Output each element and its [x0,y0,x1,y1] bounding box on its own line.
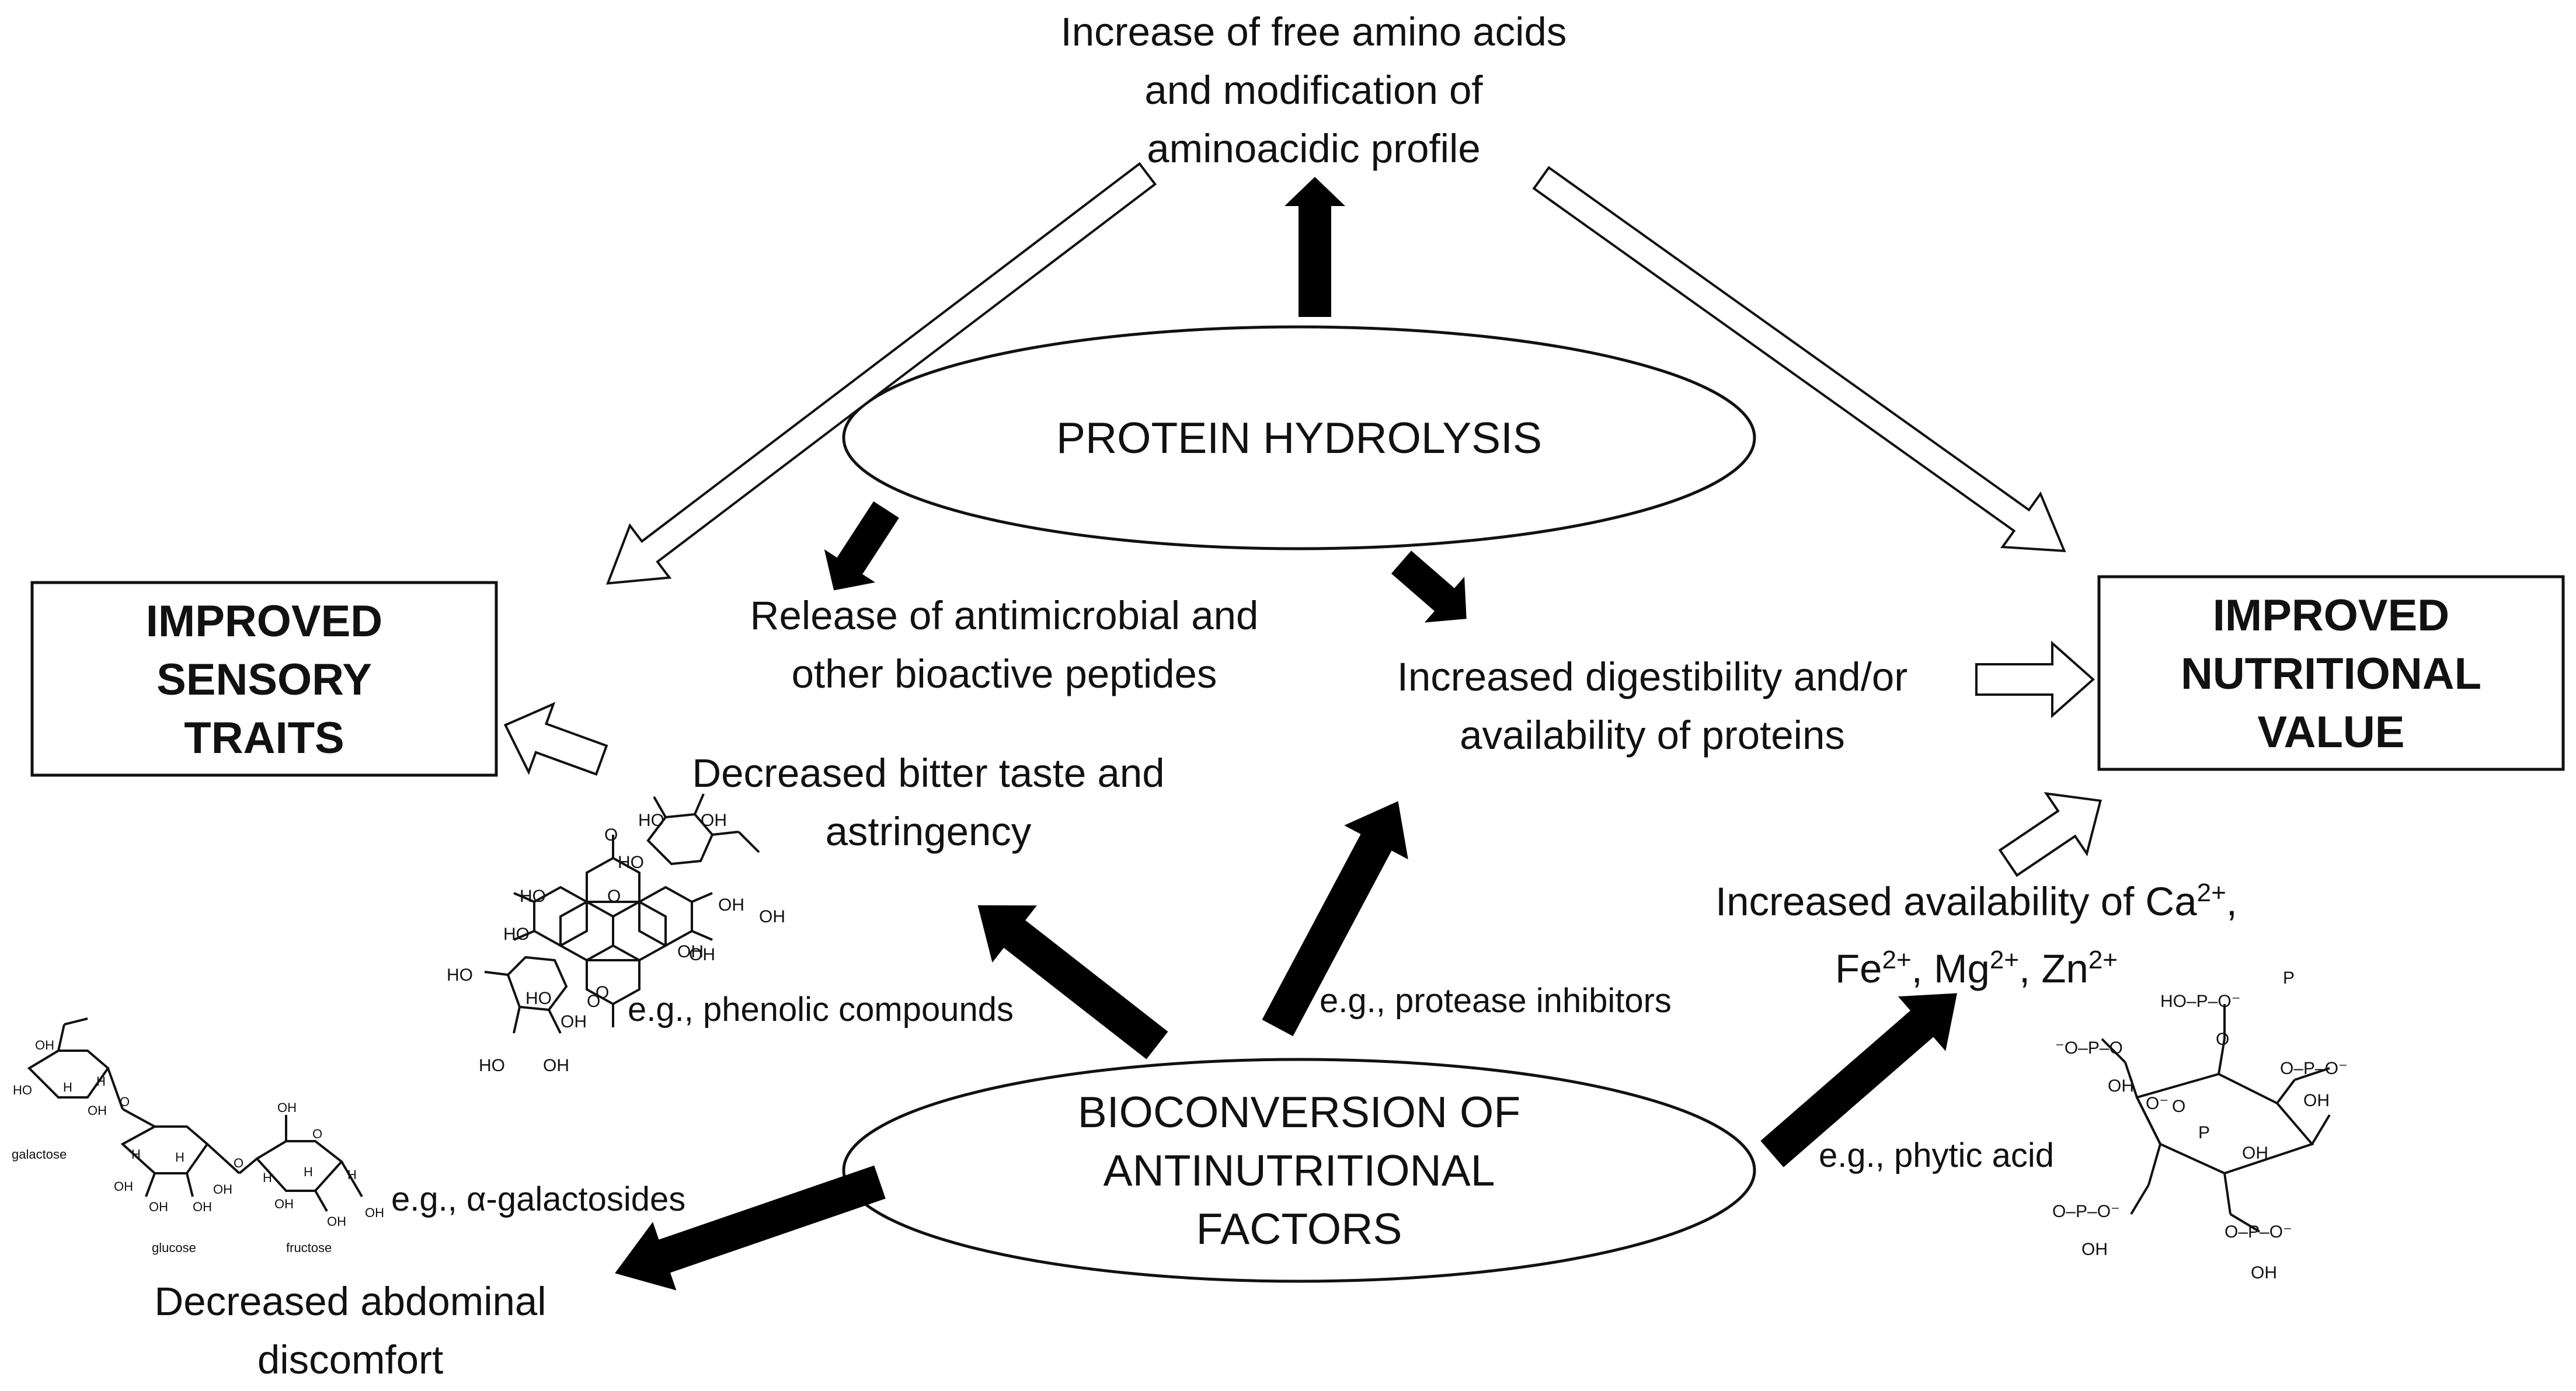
phenolic-label: OH [759,907,785,926]
sugar-atom: HO [13,1083,32,1097]
sugar-atom: H [63,1080,72,1094]
hollow-arrow-to-sensory-top [606,162,1157,585]
phytic-label: O–P–O⁻ [2280,1059,2348,1078]
sugar-atom: H [347,1167,357,1182]
phenolic-label: HO [479,1056,505,1075]
sugar-atom: H [96,1074,106,1089]
phytic-label: O [2172,1097,2185,1116]
arrow-to-increased-minerals [1760,993,1957,1167]
phenolic-label: HO [525,989,552,1008]
sugar-atom: OH [327,1214,346,1229]
sugar-atom: OH [274,1197,294,1211]
phytic-label: OH [2081,1240,2108,1259]
release-peptides-label: Release of antimicrobial and other bioac… [750,593,1259,696]
increased-digestibility-label: Increased digestibility and/or availabil… [1397,654,1908,758]
phenolic-label: O [607,887,621,906]
phenolic-label: OH [689,945,715,964]
sugar-atom: H [175,1150,185,1165]
sugar-structure: OH HO H H OH O H OH OH H OH OH H O OH OH… [12,1017,384,1255]
sugar-atom: H [263,1170,272,1185]
phenolic-label: O [587,992,600,1011]
arrow-to-decreased-bitter [977,905,1168,1059]
hollow-arrow-bitter-to-sensory [503,702,608,776]
sugar-atom: OH [193,1200,212,1214]
phenolic-label: O [604,825,618,845]
sugar-atom: OH [277,1100,297,1115]
sugar-atom: OH [88,1103,107,1118]
sugar-name-glucose: glucose [152,1240,196,1255]
improved-nutritional-label: IMPROVED NUTRITIONAL VALUE [2180,591,2482,757]
phytic-label: O [2216,1030,2229,1049]
phytic-label: O–P–O⁻ [2225,1222,2292,1242]
decreased-abdominal-label: Decreased abdominal discomfort [154,1279,546,1382]
sugar-atom: OH [213,1182,232,1197]
phytic-example-label: e.g., phytic acid [1819,1136,2054,1174]
phytic-label: OH [2242,1144,2268,1163]
phenolic-label: O [596,983,609,1002]
phytic-label: OH [2251,1263,2277,1282]
phenolic-label: HO [447,965,473,985]
protein-hydrolysis-label: PROTEIN HYDROLYSIS [1056,413,1543,462]
sugar-atom: OH [35,1038,54,1052]
phenolic-label: HO [503,925,530,944]
decreased-bitter-label: Decreased bitter taste and astringency [692,751,1165,854]
phytic-label: OH [2303,1091,2330,1110]
sugar-atom: H [131,1147,141,1162]
arrow-to-increased-digestibility [1391,550,1467,623]
bioconversion-label: BIOCONVERSION OF ANTINUTRITIONAL FACTORS [1077,1087,1521,1253]
phytic-label: ⁻O–P–O [2055,1038,2123,1058]
hollow-arrow-to-nutritional-top [1532,166,2066,552]
arrow-to-free-amino-acids [1284,177,1345,317]
phytic-label: O–P–O⁻ [2052,1202,2120,1221]
improved-nutritional-box [2097,575,2565,771]
improved-sensory-box [30,581,498,777]
phenolic-label: OH [718,895,744,915]
arrow-to-decreased-abdominal [615,1165,886,1291]
phenolic-label: HO [638,811,664,830]
phytic-label: O⁻ [2146,1094,2168,1113]
arrow-to-release-peptides [824,501,899,591]
phenolic-label: HO [618,853,644,872]
bioconversion-ellipse [842,1058,1756,1283]
improved-sensory-label: IMPROVED SENSORY TRAITS [145,597,383,763]
sugar-atom: O [120,1094,130,1109]
increased-minerals-label: Increased availability of Ca2+, Fe2+, Mg… [1715,878,2237,991]
sugar-name-galactose: galactose [12,1147,67,1162]
phytic-acid-structure: HO–P–O⁻ O ⁻O–P–O OH O P OH O–P–O⁻ OH O–P… [2052,968,2348,1282]
sugar-atom: OH [114,1179,133,1194]
phytic-label: HO–P–O⁻ [2160,992,2241,1011]
phytic-label: P [2283,968,2295,988]
sugar-atom: O [234,1156,243,1170]
sugar-atom: OH [149,1200,168,1214]
sugar-atom: H [304,1165,313,1179]
phenolic-label: OH [543,1056,569,1075]
phenolic-label: OH [677,942,704,961]
sugar-name-fructose: fructose [286,1240,332,1255]
phenolic-structure: HO OH HO HO O O OH HO OH HO OH OH OH O O… [447,793,785,1075]
phenolic-label: HO [520,887,546,906]
phenolic-label: OH [561,1012,587,1031]
free-amino-acids-label: Increase of free amino acids and modific… [1060,9,1567,171]
phytic-label: P [2198,1123,2210,1142]
protease-example-label: e.g., protease inhibitors [1320,982,1672,1020]
hollow-arrow-digestibility-to-nutritional [1975,640,2095,719]
phenolic-example-label: e.g., phenolic compounds [628,991,1014,1029]
hollow-arrow-minerals-to-nutritional [1998,792,2102,877]
protein-hydrolysis-ellipse [842,325,1756,550]
galactosides-example-label: e.g., α-galactosides [391,1180,686,1218]
phytic-label: OH [2108,1076,2134,1096]
sugar-atom: OH [365,1205,384,1220]
phenolic-label: OH [701,811,727,830]
sugar-atom: O [312,1127,322,1141]
arrow-to-increased-digestibility-2 [1262,801,1408,1037]
